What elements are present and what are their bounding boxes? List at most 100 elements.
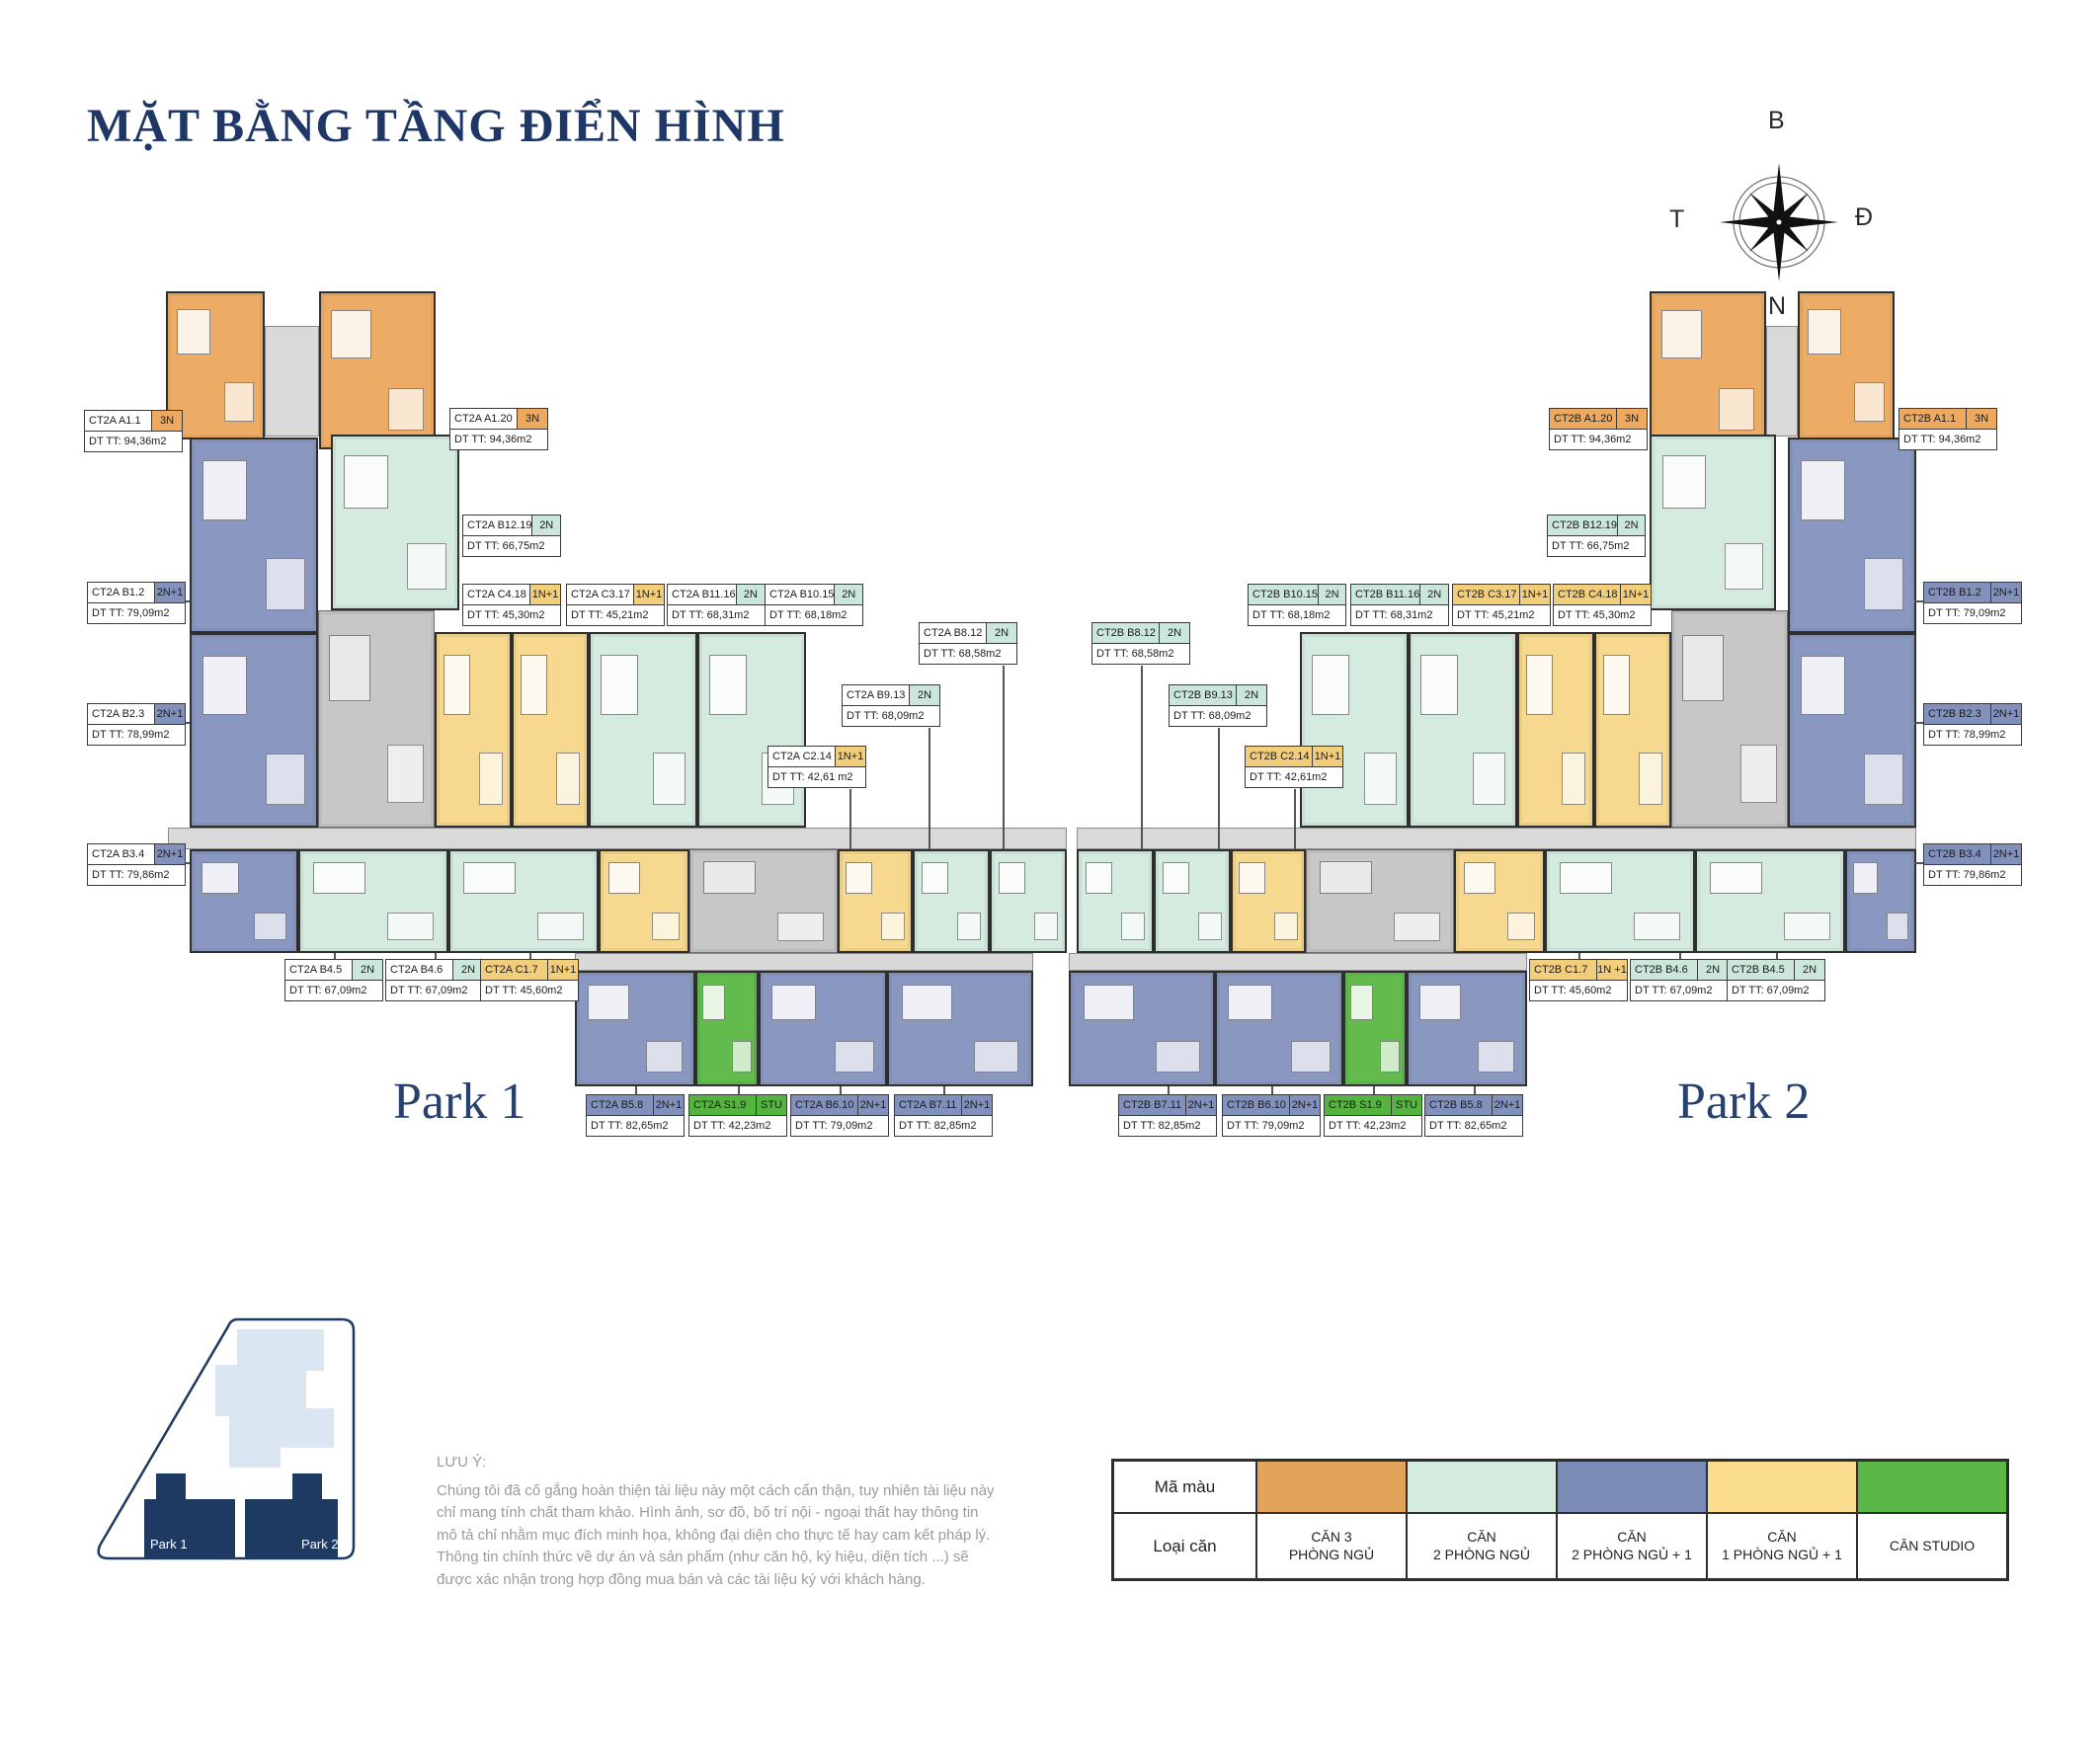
unit-type-badge: STU — [1392, 1095, 1421, 1115]
unit-code: CT2A B6.10 — [791, 1095, 858, 1115]
unit-area: DT TT: 45,21m2 — [1452, 605, 1551, 626]
unit-code: CT2A B5.8 — [587, 1095, 654, 1115]
connector-line — [334, 953, 336, 959]
unit-area: DT TT: 68,18m2 — [1248, 605, 1346, 626]
unit-type-badge: 2N — [835, 585, 862, 604]
unit-code: CT2B C3.17 — [1453, 585, 1520, 604]
unit-code: CT2A B4.6 — [386, 960, 453, 980]
connector-line — [840, 1086, 842, 1094]
disclaimer-note: LƯU Ý: Chúng tôi đã cố gắng hoàn thiện t… — [437, 1452, 1002, 1591]
legend-type-3br: CĂN 3 PHÒNG NGỦ — [1256, 1513, 1407, 1579]
unit-area: DT TT: 67,09m2 — [284, 981, 383, 1001]
unit-code: CT2A B1.2 — [88, 583, 155, 602]
unit-plan-ct2b-a1-20 — [1650, 291, 1766, 449]
unit-plan-ct2b-b2-3 — [1788, 633, 1916, 828]
unit-type-badge: 2N — [987, 623, 1016, 643]
site-key-park1-label: Park 1 — [150, 1537, 188, 1551]
unit-type-badge: 1N+1 — [836, 747, 865, 766]
unit-plan-ct2b-b3-4 — [1845, 849, 1916, 953]
unit-area: DT TT: 94,36m2 — [449, 430, 548, 450]
connector-line — [1003, 666, 1005, 849]
unit-code: CT2A B12.19 — [463, 516, 533, 535]
unit-type-badge: 2N+1 — [1991, 583, 2021, 602]
unit-code: CT2A C4.18 — [463, 585, 530, 604]
unit-code: CT2A B9.13 — [843, 685, 910, 705]
connector-line — [738, 1086, 740, 1094]
park2-lift-core — [1671, 610, 1788, 828]
unit-type-badge: 1N +1 — [1597, 960, 1627, 980]
unit-plan-ct2a-b12-19 — [331, 435, 459, 610]
unit-code: CT2A A1.1 — [85, 411, 152, 431]
connector-line — [1914, 600, 1923, 602]
unit-plan-ct2a-b11-16 — [589, 632, 697, 828]
unit-area: DT TT: 94,36m2 — [1898, 430, 1997, 450]
unit-code: CT2A B10.15 — [766, 585, 836, 604]
legend-swatch-3br — [1256, 1461, 1407, 1513]
unit-code: CT2B B7.11 — [1119, 1095, 1186, 1115]
park1-lift-core — [318, 610, 435, 828]
unit-code: CT2B B11.16 — [1351, 585, 1421, 604]
unit-type-badge: 2N — [1795, 960, 1824, 980]
unit-area: DT TT: 45,30m2 — [1553, 605, 1652, 626]
connector-line — [849, 789, 851, 849]
unit-plan-ct2b-s1-9 — [1343, 971, 1407, 1086]
unit-type-badge: 2N — [532, 516, 560, 535]
unit-area: DT TT: 42,23m2 — [1324, 1116, 1422, 1137]
unit-area: DT TT: 79,09m2 — [790, 1116, 889, 1137]
connector-line — [1294, 789, 1296, 849]
unit-type-badge: 2N — [453, 960, 483, 980]
unit-plan-ct2a-b7-11 — [887, 971, 1033, 1086]
unit-plan-ct2a-b5-8 — [575, 971, 695, 1086]
unit-plan-ct2a-b9-13 — [913, 849, 990, 953]
unit-type-badge: 2N+1 — [654, 1095, 684, 1115]
unit-plan-ct2a-c2-14 — [838, 849, 913, 953]
unit-type-badge: 2N+1 — [858, 1095, 888, 1115]
unit-code: CT2B B4.5 — [1728, 960, 1795, 980]
park2-lift-core-2 — [1306, 849, 1454, 953]
park1-lift-core-2 — [689, 849, 838, 953]
site-key-outline-icon — [97, 1317, 356, 1560]
legend-swatch-2br — [1407, 1461, 1557, 1513]
unit-plan-ct2a-b10-15 — [697, 632, 806, 828]
unit-area: DT TT: 45,60m2 — [480, 981, 579, 1001]
legend-type-1br1: CĂN 1 PHÒNG NGỦ + 1 — [1707, 1513, 1857, 1579]
connector-line — [635, 1086, 637, 1094]
unit-type-badge: 1N+1 — [530, 585, 560, 604]
connector-line — [1914, 722, 1923, 724]
legend-type-2br1: CĂN 2 PHÒNG NGỦ + 1 — [1557, 1513, 1707, 1579]
unit-plan-ct2a-c3-17 — [512, 632, 589, 828]
unit-type-badge: 2N+1 — [962, 1095, 992, 1115]
unit-plan-ct2a-c4-18 — [435, 632, 512, 828]
unit-area: DT TT: 68,58m2 — [919, 644, 1017, 665]
unit-type-badge: 2N+1 — [1493, 1095, 1522, 1115]
unit-code: CT2B B8.12 — [1092, 623, 1160, 643]
unit-type-badge: 2N+1 — [1991, 844, 2021, 864]
unit-code: CT2A C3.17 — [567, 585, 634, 604]
connector-line — [1474, 1086, 1476, 1094]
unit-plan-ct2a-c1-7 — [599, 849, 689, 953]
unit-area: DT TT: 68,58m2 — [1091, 644, 1190, 665]
legend-table: Mã màu Loại căn CĂN 3 PHÒNG NGỦ CĂN 2 PH… — [1111, 1459, 2009, 1581]
unit-plan-ct2a-b3-4 — [190, 849, 298, 953]
unit-area: DT TT: 82,65m2 — [586, 1116, 685, 1137]
unit-type-badge: 2N+1 — [155, 583, 185, 602]
unit-code: CT2A B8.12 — [920, 623, 987, 643]
legend-type-2br: CĂN 2 PHÒNG NGỦ — [1407, 1513, 1557, 1579]
unit-code: CT2B C4.18 — [1554, 585, 1621, 604]
unit-plan-ct2a-s1-9 — [695, 971, 759, 1086]
park1-main-corridor — [168, 828, 1067, 849]
unit-area: DT TT: 82,85m2 — [1118, 1116, 1217, 1137]
unit-code: CT2B A1.20 — [1550, 409, 1617, 429]
park2-main-corridor — [1077, 828, 1916, 849]
unit-area: DT TT: 79,09m2 — [1222, 1116, 1321, 1137]
